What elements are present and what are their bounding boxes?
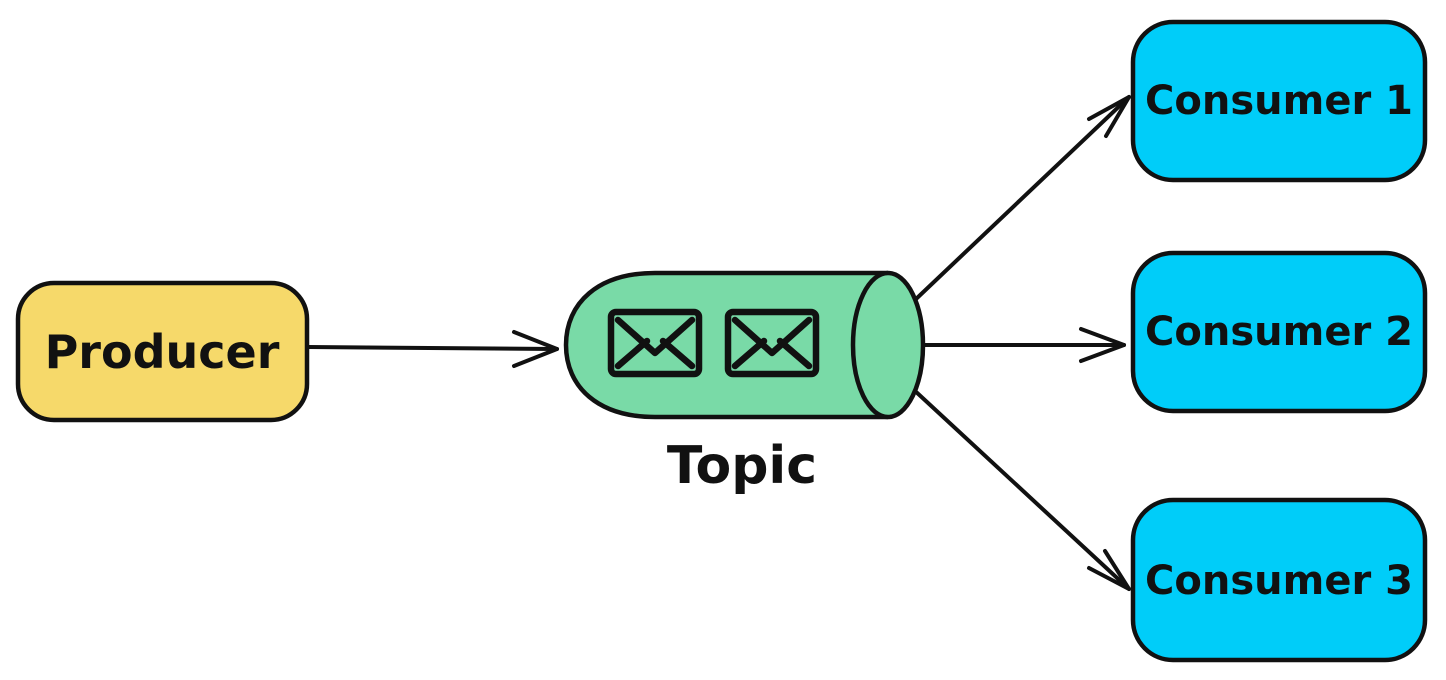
consumer-2-label: Consumer 2 [1145, 309, 1413, 355]
consumer-2-box [1130, 250, 1428, 414]
consumer-1-node: Consumer 1 [1130, 19, 1428, 183]
topic-label: Topic [667, 436, 817, 496]
producer-box [15, 280, 310, 423]
consumer-3-node: Consumer 3 [1130, 497, 1428, 663]
topic-node: Topic [563, 270, 926, 496]
producer-label: Producer [45, 325, 280, 379]
consumer-3-box [1130, 497, 1428, 663]
consumer-1-box [1130, 19, 1428, 183]
consumer-1-label: Consumer 1 [1145, 78, 1413, 124]
arrow-topic-to-consumer-2 [923, 327, 1126, 363]
envelope-icon [724, 308, 820, 378]
consumer-3-label: Consumer 3 [1145, 558, 1413, 604]
arrow-topic-to-consumer-3 [912, 388, 1131, 591]
consumer-2-node: Consumer 2 [1130, 250, 1428, 414]
envelope-icon [607, 308, 703, 378]
producer-node: Producer [15, 280, 310, 423]
topic-cylinder-rim [850, 270, 926, 420]
arrow-producer-to-topic [306, 330, 559, 368]
arrow-topic-to-consumer-1 [914, 95, 1131, 301]
